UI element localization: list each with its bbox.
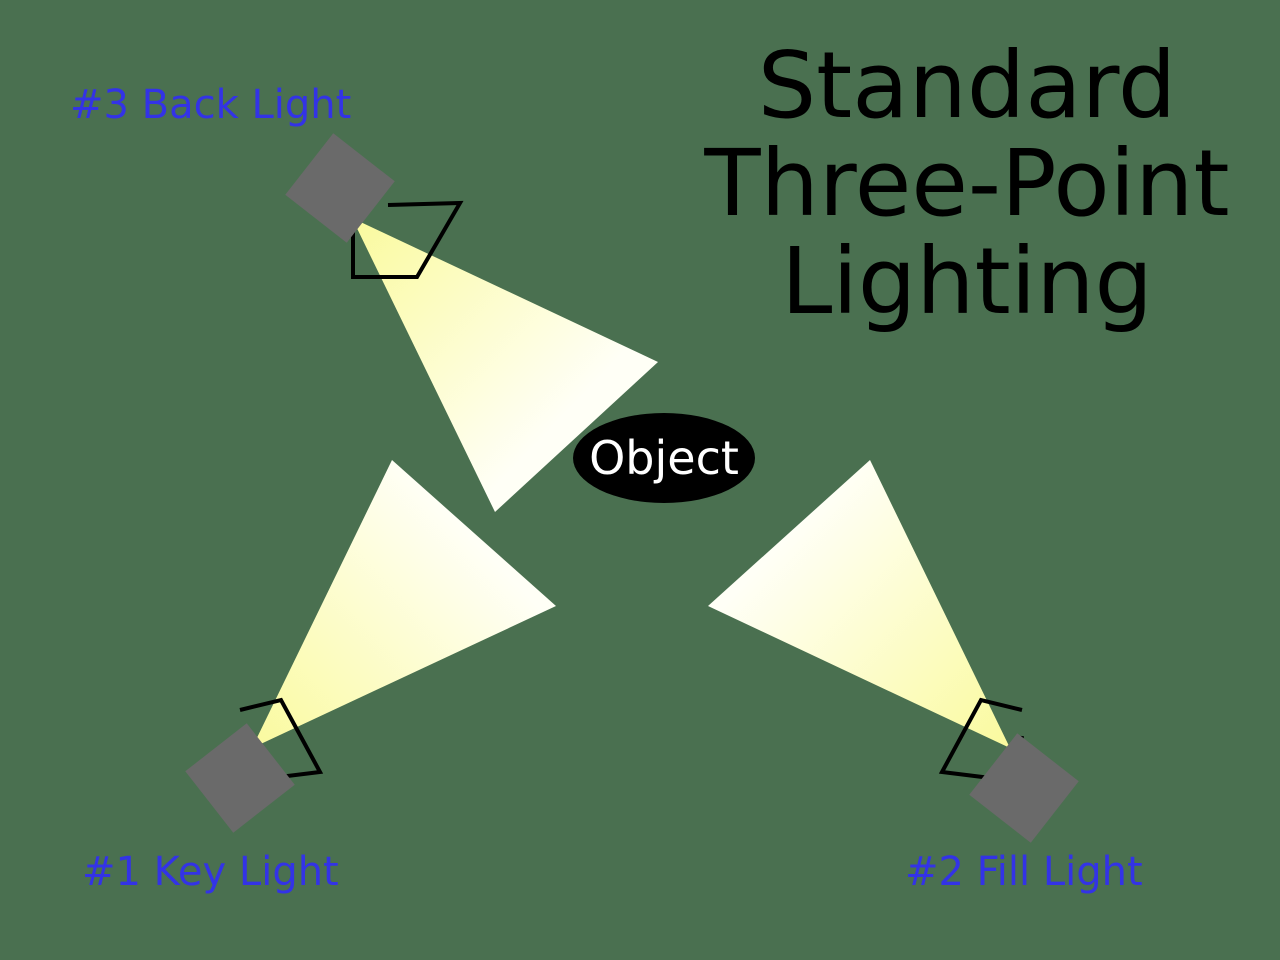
back-light-group[interactable]: #3 Back Light [70, 82, 658, 512]
diagram-title: Standard Three-Point Lighting [703, 32, 1229, 335]
back-light-beam [352, 218, 658, 512]
object-label: Object [589, 431, 739, 485]
title-line-1: Standard [758, 32, 1177, 139]
back-light-label: #3 Back Light [70, 82, 351, 128]
title-line-2: Three-Point [703, 130, 1229, 237]
title-line-3: Lighting [781, 228, 1153, 335]
fill-light-beam [708, 460, 1010, 748]
key-light-label: #1 Key Light [82, 849, 339, 895]
back-light-housing [285, 133, 395, 243]
key-light-housing [185, 723, 295, 833]
key-light-group[interactable]: #1 Key Light [82, 460, 556, 895]
fill-light-label: #2 Fill Light [905, 849, 1143, 895]
fill-light-group[interactable]: #2 Fill Light [708, 460, 1143, 895]
key-light-beam [252, 460, 556, 748]
object-group[interactable]: Object [573, 413, 755, 503]
fill-light-housing [969, 733, 1079, 843]
back-light-barndoor [351, 200, 464, 279]
object-ellipse [573, 413, 755, 503]
